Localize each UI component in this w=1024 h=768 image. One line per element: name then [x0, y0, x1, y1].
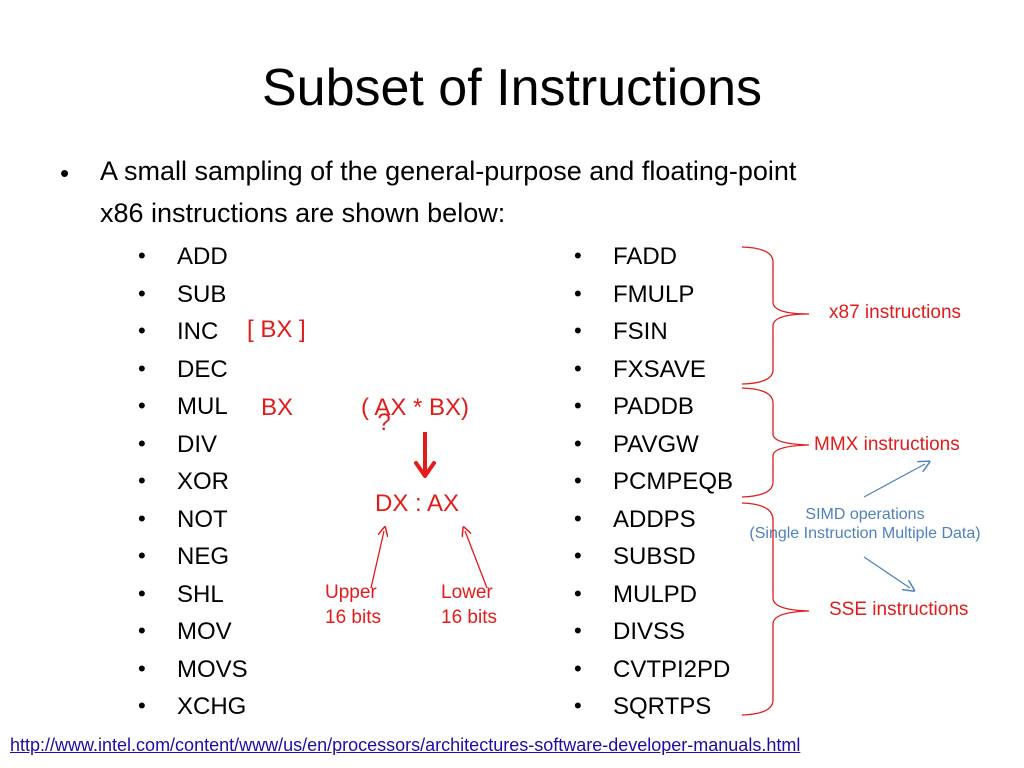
general-instruction-mnemonic: MOVS: [177, 655, 248, 683]
lower-bits-line-2: 16 bits: [441, 606, 497, 628]
inc-operand-label: [ BX ]: [247, 316, 306, 343]
bullet-dot: •: [574, 468, 582, 493]
general-instruction-mnemonic: XOR: [177, 468, 230, 495]
x87-brace: [741, 246, 810, 385]
bullet-dot: •: [138, 655, 146, 681]
float-instruction-mnemonic: SQRTPS: [613, 693, 712, 720]
float-instruction-mnemonic: FADD: [613, 243, 678, 270]
upper-bits-line-1: Upper: [325, 582, 377, 603]
simd-line-2: (Single Instruction Multiple Data): [749, 525, 981, 543]
lower-bits-line-1: Lower: [441, 582, 493, 603]
bullet-dot: •: [138, 318, 146, 343]
bullet-dot: •: [138, 543, 146, 568]
bullet-dot: •: [138, 280, 146, 306]
general-instruction-mnemonic: DIV: [177, 430, 218, 458]
bullet-dot: •: [138, 393, 146, 418]
float-instruction-mnemonic: MULPD: [613, 580, 698, 608]
intro-bullet-dot: •: [60, 158, 70, 188]
float-instruction-mnemonic: PAVGW: [613, 430, 699, 458]
float-instruction-mnemonic: FXSAVE: [613, 355, 706, 383]
simd-line-1: SIMD operations: [805, 506, 925, 523]
bullet-dot: •: [574, 505, 582, 531]
general-instruction-mnemonic: NOT: [177, 505, 228, 533]
float-instruction-mnemonic: PADDB: [613, 393, 694, 420]
mmx-group-label: MMX instructions: [814, 434, 960, 455]
upper-bits-label: Upper 16 bits: [325, 581, 381, 630]
general-instruction-mnemonic: INC: [177, 318, 219, 345]
result-registers: DX : AX: [375, 490, 460, 517]
float-instruction-mnemonic: DIVSS: [613, 618, 686, 645]
mul-expression-rest: X * BX): [390, 394, 470, 421]
x87-group-label: x87 instructions: [829, 302, 962, 323]
bullet-dot: •: [574, 393, 582, 418]
general-instruction-mnemonic: SUB: [177, 280, 227, 308]
bullet-dot: •: [574, 355, 582, 381]
down-arrow-icon: [414, 432, 436, 478]
mmx-brace: [741, 387, 810, 498]
mul-expression-question-mark: ?: [377, 409, 391, 436]
float-instruction-mnemonic: CVTPI2PD: [613, 655, 731, 683]
bullet-dot: •: [574, 280, 582, 306]
general-instruction-mnemonic: ADD: [177, 243, 228, 270]
bullet-dot: •: [138, 505, 146, 531]
mul-expression: ( A?X * BX): [361, 394, 470, 435]
float-instruction-mnemonic: PCMPEQB: [613, 468, 734, 495]
intro-line-2: x86 instructions are shown below:: [100, 198, 506, 228]
general-instruction-mnemonic: XCHG: [177, 693, 247, 720]
bullet-dot: •: [138, 468, 146, 493]
intel-manuals-link[interactable]: http://www.intel.com/content/www/us/en/p…: [10, 735, 801, 755]
mul-operand-label: BX: [261, 394, 294, 421]
float-instruction-mnemonic: SUBSD: [613, 543, 696, 570]
bullet-dot: •: [138, 355, 146, 381]
general-instruction-mnemonic: NEG: [177, 543, 230, 570]
general-instruction-mnemonic: MUL: [177, 393, 228, 420]
sse-group-label: SSE instructions: [829, 599, 969, 620]
float-instruction-mnemonic: FSIN: [613, 318, 668, 345]
bullet-dot: •: [574, 618, 582, 643]
float-instruction-mnemonic: FMULP: [613, 280, 695, 308]
bullet-dot: •: [574, 243, 582, 268]
bullet-dot: •: [574, 693, 582, 718]
bullet-dot: •: [574, 543, 582, 568]
simd-note: SIMD operations (Single Instruction Mult…: [720, 505, 1010, 543]
mul-expression-open: ( A: [361, 394, 391, 421]
upper-bits-pointer: [370, 531, 384, 589]
general-instruction-mnemonic: DEC: [177, 355, 228, 383]
simd-to-mmx-arrow: [863, 464, 925, 498]
bullet-dot: •: [138, 693, 146, 718]
float-instruction-mnemonic: ADDPS: [613, 505, 696, 533]
bullet-dot: •: [138, 430, 146, 456]
page-title: Subset of Instructions: [261, 59, 763, 117]
intro-line-1: A small sampling of the general-purpose …: [100, 156, 797, 186]
bullet-dot: •: [574, 318, 582, 343]
general-instruction-mnemonic: SHL: [177, 580, 224, 608]
simd-to-sse-arrow: [863, 556, 910, 588]
bullet-dot: •: [574, 580, 582, 606]
sse-brace: [741, 502, 810, 716]
lower-bits-label: Lower 16 bits: [441, 581, 497, 630]
bullet-dot: •: [574, 430, 582, 456]
bullet-dot: •: [574, 655, 582, 681]
upper-bits-line-2: 16 bits: [325, 606, 381, 628]
general-instruction-mnemonic: MOV: [177, 618, 232, 645]
bullet-dot: •: [138, 243, 146, 268]
bullet-dot: •: [138, 618, 146, 643]
lower-bits-pointer: [465, 531, 488, 589]
bullet-dot: •: [138, 580, 146, 606]
